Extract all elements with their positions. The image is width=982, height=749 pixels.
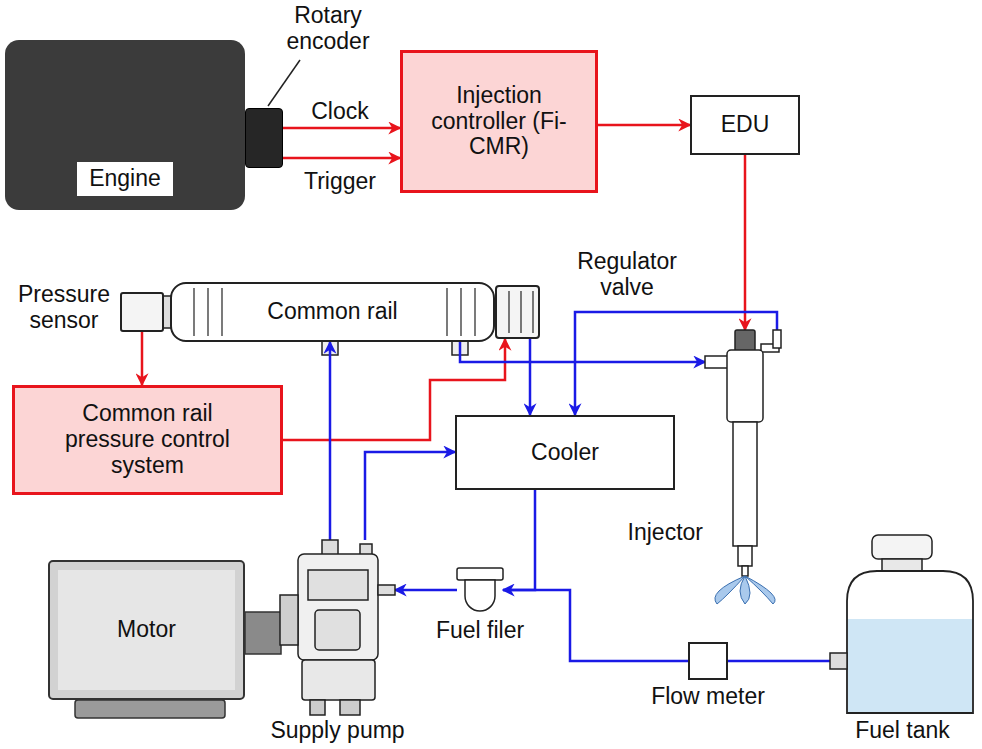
- connector: [329, 342, 332, 540]
- node-label: Motor: [117, 617, 176, 643]
- fuel-tank-art: [830, 535, 975, 715]
- pump-foot: [340, 700, 360, 715]
- motor: Motor: [48, 560, 245, 700]
- pump-housing: [298, 554, 378, 660]
- tank-neck: [882, 559, 922, 571]
- node-label: Pressure sensor: [14, 282, 114, 334]
- fuel-tank: Fuel tank: [830, 535, 975, 715]
- rail-ring: [193, 288, 194, 336]
- signal-label: Trigger: [301, 169, 379, 194]
- connector: [283, 127, 400, 130]
- node-label: Fuel tank: [855, 718, 950, 744]
- controller-box: Injection controller (Fi-CMR): [400, 50, 598, 193]
- filter-bowl: [465, 580, 495, 611]
- connector: [283, 157, 400, 160]
- node-label: Fuel filer: [436, 618, 524, 644]
- pressure-control-box: Common rail pressure control system: [12, 385, 283, 495]
- valve-nut: [532, 291, 533, 333]
- rail-ring: [207, 288, 208, 336]
- supply-pump-art: [280, 540, 395, 715]
- injector-tip: [742, 566, 748, 576]
- injector: Injector: [705, 330, 785, 610]
- pump-cam-cover: [315, 610, 360, 650]
- injector-body: [733, 422, 757, 546]
- node-label: Supply pump: [270, 718, 404, 744]
- pump-inlet: [378, 585, 395, 595]
- node-label: Regulator valve: [567, 249, 687, 301]
- rail-ring: [221, 288, 222, 336]
- node-label: Injection controller (Fi-CMR): [424, 83, 574, 160]
- injector-inlet-port: [705, 356, 729, 368]
- fuel-filter-art: [457, 568, 503, 612]
- rail-ring: [446, 288, 447, 336]
- pressure-sensor: Pressure sensor: [120, 292, 164, 332]
- node-label: Cooler: [531, 440, 599, 466]
- regulator-valve-art: [497, 287, 538, 337]
- cooler-box: Cooler: [455, 415, 675, 490]
- regulator-valve: Regulator valve: [495, 285, 540, 339]
- node-label: Engine: [77, 162, 173, 196]
- connector: [395, 589, 457, 592]
- connector: [598, 124, 690, 127]
- node-label: Flow meter: [651, 684, 765, 710]
- pump-head: [308, 570, 368, 600]
- node-label: EDU: [721, 112, 770, 138]
- supply-pump: Supply pump: [280, 540, 395, 715]
- filter-head: [457, 568, 503, 580]
- injector-connector: [735, 330, 755, 352]
- edu-box: EDU: [690, 95, 800, 155]
- motor-shaft: [245, 612, 281, 654]
- injector-head: [727, 350, 763, 422]
- valve-nut: [520, 291, 521, 333]
- fuel-level: [848, 619, 972, 712]
- node-label: Common rail pressure control system: [65, 401, 230, 478]
- engine-block: Engine: [5, 40, 245, 210]
- injector-return-pipe: [773, 330, 781, 348]
- connector: [503, 590, 688, 661]
- fuel-filter: Fuel filer: [457, 568, 503, 612]
- rail-ring: [460, 288, 461, 336]
- connector: [460, 342, 705, 362]
- rail-ring: [474, 288, 475, 336]
- valve-nut: [508, 291, 509, 333]
- connector: [141, 332, 144, 385]
- pump-flange: [280, 595, 298, 645]
- signal-label: Clock: [308, 99, 372, 124]
- node-label: Rotary encoder: [263, 3, 393, 55]
- flow-meter: Flow meter: [688, 642, 728, 680]
- connector: [744, 155, 747, 330]
- connector: [503, 490, 535, 590]
- motor-stand: [75, 700, 225, 718]
- node-label: Injector: [628, 520, 703, 546]
- connector: [365, 452, 455, 540]
- pump-foot: [310, 700, 325, 715]
- leader-line: [268, 60, 300, 106]
- connector: [529, 339, 532, 415]
- common-rail: Common rail: [170, 282, 495, 342]
- fuel-spray: [745, 576, 775, 604]
- rotary-encoder: Rotary encoder: [245, 108, 283, 168]
- injector-art: [705, 330, 785, 610]
- tank-cap: [872, 535, 932, 559]
- node-label: Common rail: [267, 299, 397, 325]
- fuel-spray: [740, 576, 750, 604]
- tank-body: [847, 571, 973, 713]
- injector-nozzle: [738, 546, 752, 566]
- connector: [728, 660, 830, 663]
- pump-base: [302, 660, 375, 700]
- tank-outlet: [830, 653, 847, 669]
